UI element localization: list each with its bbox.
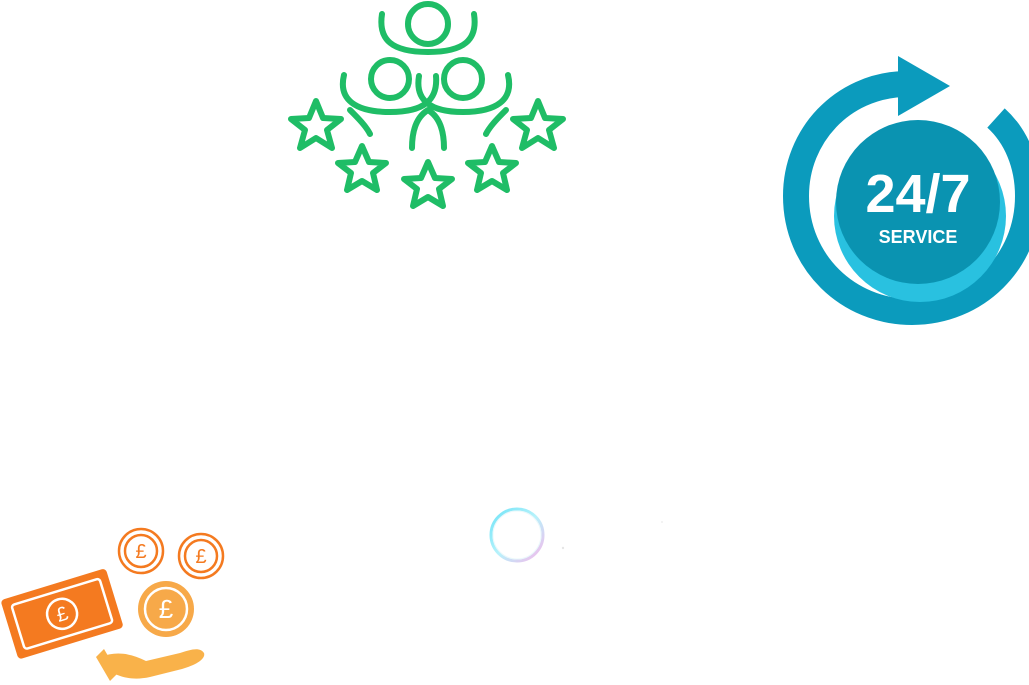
person-body-left: [347, 107, 373, 137]
customers-stars-icon: [280, 0, 575, 220]
person-arms-right: [415, 72, 513, 115]
person-arms-left: [339, 72, 440, 115]
circular-arrow-icon: [782, 71, 1029, 326]
person-head-right: [441, 57, 485, 101]
service-headline: 24/7: [865, 164, 970, 224]
service-subtitle: SERVICE: [879, 227, 958, 247]
hand-icon: [100, 649, 205, 679]
arrow-head-icon: [898, 56, 950, 116]
money-icon: £ £ £ £: [0, 525, 230, 685]
star-icon-4: [465, 143, 519, 193]
star-icon-2: [335, 143, 389, 193]
gold-coin-pound-symbol: £: [159, 594, 174, 624]
loading-ring-icon: [485, 505, 665, 565]
star-icon-5: [510, 98, 566, 151]
money-svg: £ £ £ £: [1, 527, 225, 681]
person-head-left: [368, 57, 412, 101]
coin-pound-symbol-2: £: [195, 546, 206, 568]
person-body-right: [483, 107, 509, 137]
star-icon-1: [288, 98, 344, 151]
coin-pound-symbol-1: £: [135, 541, 146, 563]
loading-ring-svg: [489, 507, 663, 563]
coin-icon-top-right: [177, 532, 225, 580]
service-circle: [836, 120, 1000, 284]
person-body-center: [409, 107, 447, 151]
banknote-icon: £: [1, 569, 123, 659]
star-icon-3: [401, 159, 455, 209]
service-badge: 24/7 SERVICE: [782, 56, 1029, 326]
person-head-top: [405, 1, 451, 47]
customers-stars-svg: [288, 1, 566, 209]
service-badge-svg: 24/7 SERVICE: [782, 56, 1029, 326]
coin-icon-top-left: [117, 527, 165, 575]
person-arms-top: [378, 11, 478, 55]
